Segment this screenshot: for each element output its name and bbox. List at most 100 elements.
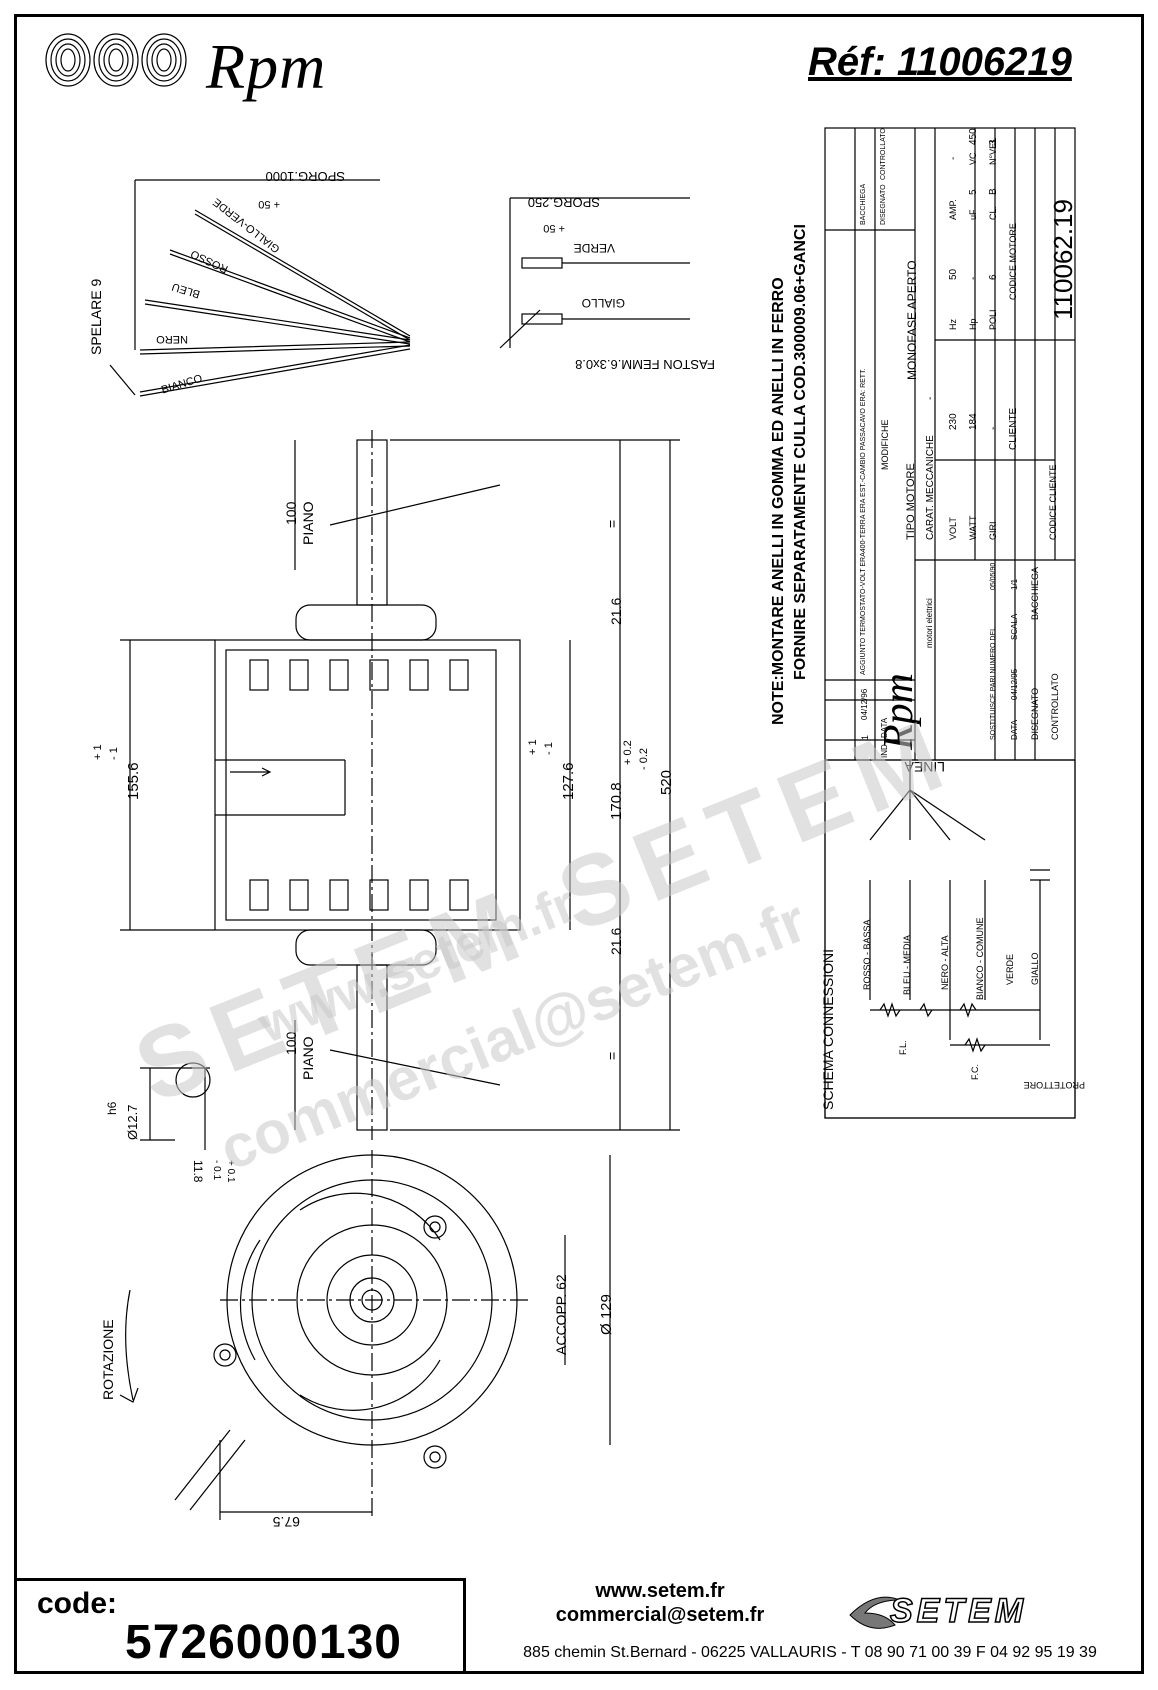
wire-bleu-media: BLEU - MEDIA bbox=[902, 934, 912, 995]
carat-label: CARAT. MECCANICHE bbox=[925, 435, 936, 540]
cl-value: B bbox=[988, 188, 999, 195]
rpm-logo-coils bbox=[45, 33, 187, 87]
scala-label: SCALA bbox=[1010, 613, 1019, 640]
strip-length: SPELARE 9 bbox=[88, 278, 104, 355]
shaft-diameter: Ø12.7 bbox=[125, 1104, 140, 1140]
title-rpm-sub: motori elettrici bbox=[925, 598, 934, 648]
shaft-fit: h6 bbox=[105, 1101, 119, 1115]
cl-label: CL. bbox=[988, 205, 998, 220]
disegnato-name: BACCHIEGA bbox=[1030, 566, 1040, 620]
sostituisce-date: 05/05/90 bbox=[990, 562, 997, 590]
cap-lead-verde: VERDE bbox=[573, 241, 615, 255]
poli-value: 6 bbox=[988, 274, 999, 280]
lead-length: SPORG.1000 bbox=[265, 169, 346, 184]
carat-value: - bbox=[925, 396, 936, 400]
tol-170-minus: - 0.2 bbox=[638, 747, 650, 770]
company-address: 885 chemin St.Bernard - 06225 VALLAURIS … bbox=[523, 1644, 1097, 1661]
setem-swoosh-icon bbox=[849, 1596, 901, 1629]
lead-tolerance: + 50 bbox=[258, 198, 280, 210]
uf-label: uF bbox=[968, 209, 978, 220]
rotation-label: ROTAZIONE bbox=[100, 1319, 116, 1400]
tol-155-minus: - 1 bbox=[108, 747, 120, 760]
tipo-motore-value: MONOFASE APERTO bbox=[905, 260, 919, 380]
fc-label: F.C. bbox=[970, 1063, 980, 1080]
wire-verde: VERDE bbox=[1005, 953, 1015, 985]
brand-logo-text: Rpm bbox=[206, 31, 327, 102]
mounting-distance: ACCOPP. 62 bbox=[553, 1274, 569, 1355]
rev-ind: 1 bbox=[860, 734, 870, 740]
code-label: code: bbox=[37, 1587, 118, 1620]
hp-value: - bbox=[968, 276, 979, 280]
flat-depth: 11.8 bbox=[191, 1160, 205, 1183]
note-line-1: NOTE:MONTARE ANELLI IN GOMMA ED ANELLI I… bbox=[770, 277, 787, 725]
cliente-label: CLIENTE bbox=[1008, 407, 1019, 450]
volt-value: 230 bbox=[948, 413, 959, 430]
rev-text: AGGIUNTO TERMOSTATO-VOLT ERA400-TERRA ER… bbox=[860, 368, 867, 675]
tol-155-plus: + 1 bbox=[92, 744, 104, 760]
front-diameter: Ø 129 bbox=[598, 1294, 615, 1335]
flat-label-top: PIANO bbox=[300, 501, 316, 545]
tipo-motore-label: TIPO MOTORE bbox=[905, 463, 917, 540]
flat-tol-minus: - 0.1 bbox=[211, 1160, 222, 1181]
lead-color-nero: NERO bbox=[156, 333, 188, 345]
website-link[interactable]: www.setem.fr bbox=[595, 1580, 725, 1602]
dim-21-6-bottom: 21.6 bbox=[608, 927, 624, 955]
dim-520: 520 bbox=[658, 769, 675, 795]
title-rpm-logo: Rpm bbox=[876, 673, 922, 750]
dim-170: 170.8 bbox=[608, 782, 625, 820]
equal-mark-top: = bbox=[604, 519, 620, 528]
shaft-flat-bottom: 100 bbox=[283, 1031, 299, 1055]
wire-bianco-comune: BIANCO - COMUNE bbox=[975, 917, 985, 1000]
hz-label: Hz bbox=[948, 319, 958, 330]
wire-rosso-bassa: ROSSO - BASSA bbox=[862, 919, 872, 990]
vc-label: VC bbox=[968, 152, 978, 165]
reference-number: Réf: 11006219 bbox=[808, 40, 1072, 84]
email-link[interactable]: commercial@setem.fr bbox=[555, 1604, 765, 1626]
dim-155: 155.6 bbox=[125, 762, 142, 800]
fl-label: F.L. bbox=[898, 1040, 908, 1055]
shaft-flat-top: 100 bbox=[283, 501, 299, 525]
volt-label: VOLT bbox=[948, 517, 958, 540]
modifiche-label: MODIFICHE bbox=[880, 419, 890, 471]
watt-label: WATT bbox=[968, 515, 978, 541]
offset-dim: 67.5 bbox=[272, 1514, 300, 1530]
cap-lead-tolerance: + 50 bbox=[543, 222, 565, 234]
codice-cliente-label: CODICE CLIENTE bbox=[1048, 464, 1058, 540]
giri-value: - bbox=[988, 426, 999, 430]
data-row-label: DATA bbox=[1010, 719, 1019, 740]
cap-lead-giallo: GIALLO bbox=[581, 296, 625, 310]
drawing-sheet bbox=[14, 14, 1144, 1674]
wire-nero-alta: NERO - ALTA bbox=[940, 935, 950, 990]
wire-giallo: GIALLO bbox=[1030, 952, 1040, 985]
scala-value: 1/1 bbox=[1010, 578, 1019, 590]
flat-label-bottom: PIANO bbox=[300, 1036, 316, 1080]
hp-label: Hp bbox=[968, 318, 978, 330]
product-code: 5726000130 bbox=[125, 1616, 402, 1669]
controllato-label: CONTROLLATO bbox=[1050, 673, 1060, 740]
tol-127-minus: - 1 bbox=[543, 742, 555, 755]
bacchiega-signature: BACCHIEGA bbox=[860, 183, 867, 225]
controllato-header: CONTROLLATO bbox=[880, 128, 887, 180]
note-line-2: FORNIRE SEPARATAMENTE CULLA COD.300009.0… bbox=[792, 224, 809, 680]
tol-170-plus: + 0.2 bbox=[622, 740, 634, 765]
dim-127: 127.6 bbox=[560, 762, 577, 800]
giri-label: GIRI bbox=[988, 521, 998, 540]
rev-date: 04/12/96 bbox=[860, 688, 869, 720]
poli-label: POLI bbox=[988, 309, 998, 330]
vc-value: 450 bbox=[968, 128, 979, 145]
codice-motore-value: 110062.19 bbox=[1048, 199, 1078, 320]
schema-title: SCHEMA CONNESSIONI bbox=[820, 948, 836, 1110]
uf-value: 5 bbox=[968, 189, 979, 195]
equal-mark-bottom: = bbox=[604, 1051, 620, 1060]
disegnato-header: DISEGNATO bbox=[880, 184, 887, 225]
amp-label: AMP. bbox=[948, 199, 958, 220]
setem-logo: SETEM bbox=[889, 1591, 1028, 1631]
codice-motore-label: CODICE MOTORE bbox=[1008, 223, 1018, 300]
sostituisce-label: SOSTITUISCE PARI NUMERO DEL bbox=[990, 626, 997, 740]
watt-value: 184 bbox=[968, 413, 979, 430]
flat-tol-plus: + 0.1 bbox=[225, 1160, 236, 1183]
nvel-value: 3 bbox=[988, 139, 999, 145]
tol-127-plus: + 1 bbox=[527, 739, 539, 755]
linea-label: LINEA bbox=[904, 759, 945, 775]
code-box: code: 5726000130 bbox=[14, 1578, 466, 1674]
